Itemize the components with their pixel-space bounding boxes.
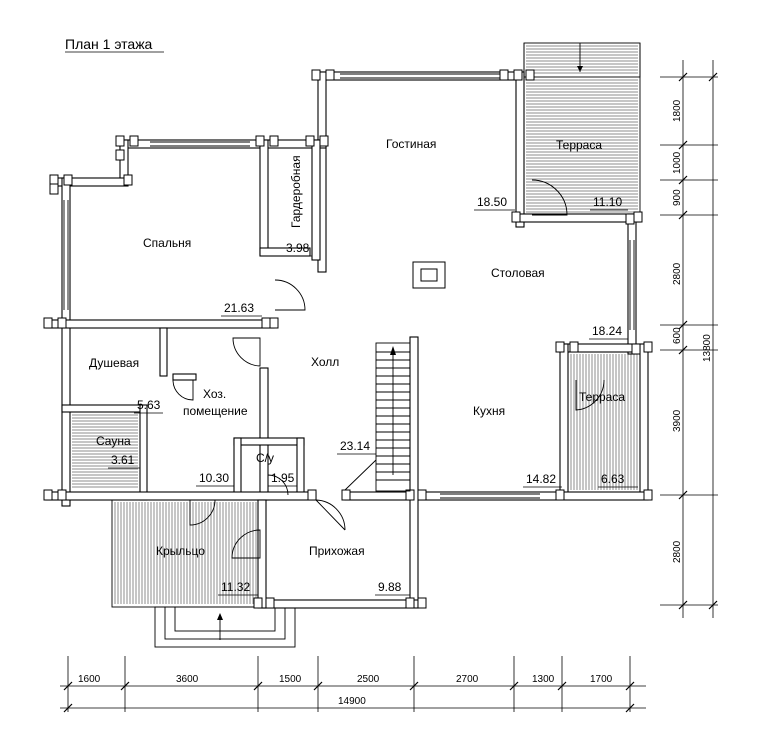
room-label-living: Гостиная: [386, 137, 436, 151]
dimensions-bottom: 1600 3600 1500 2500 2700 1300 1700 14900: [60, 656, 646, 713]
dim-bottom-4: 2500: [357, 674, 380, 685]
area-bedroom: 21.63: [224, 301, 254, 315]
walls: [45, 71, 649, 609]
room-label-terrace-right: Терраса: [579, 390, 625, 404]
area-kitchen: 14.82: [526, 472, 556, 486]
dim-bottom-1: 1600: [78, 674, 101, 685]
room-label-entrance: Прихожая: [309, 544, 365, 558]
dim-right-7: 2800: [672, 540, 683, 563]
sauna-bench: [72, 414, 138, 488]
staircase: [344, 342, 411, 492]
room-label-wc: С/у: [256, 451, 274, 465]
area-porch: 11.32: [221, 580, 250, 594]
dim-right-4: 2800: [672, 262, 683, 285]
dim-bottom-7: 1700: [590, 674, 613, 685]
dim-bottom-3: 1500: [279, 674, 302, 685]
room-label-porch: Крыльцо: [156, 544, 205, 558]
dim-bottom-5: 2700: [456, 674, 479, 685]
room-label-wardrobe: Гардеробная: [289, 155, 303, 228]
room-label-shower: Душевая: [89, 356, 139, 370]
area-values: 18.50 11.10 3.98 21.63 18.24 5.63 3.61 1…: [108, 195, 638, 596]
area-terrace-top: 11.10: [593, 195, 622, 209]
terrace-top-deck: [526, 45, 638, 213]
dim-right-1: 1800: [672, 99, 683, 122]
area-hall: 23.14: [340, 439, 370, 453]
area-wardrobe: 3.98: [286, 241, 310, 255]
area-utility: 10.30: [199, 471, 229, 485]
area-terrace-right: 6.63: [601, 472, 625, 486]
stove-icon: [412, 261, 446, 289]
dim-bottom-2: 3600: [176, 674, 199, 685]
room-label-terrace-top: Терраса: [556, 138, 602, 152]
room-label-dining: Столовая: [491, 266, 545, 280]
door-swings: [172, 179, 605, 559]
dim-right-5: 600: [672, 327, 683, 344]
plan-title: План 1 этажа: [65, 36, 153, 52]
deck-boards: [72, 45, 638, 604]
dim-right-total: 13800: [702, 334, 713, 362]
area-living: 18.50: [477, 195, 507, 209]
area-dining: 18.24: [592, 324, 622, 338]
area-entrance: 9.88: [378, 580, 402, 594]
terrace-right-deck: [570, 354, 638, 490]
dim-bottom-total: 14900: [338, 696, 366, 707]
room-label-utility-1: Хоз.: [203, 387, 226, 401]
windows: [63, 73, 635, 499]
room-label-hall: Холл: [311, 355, 339, 369]
area-sauna: 3.61: [111, 453, 135, 467]
log-ends: [43, 69, 653, 609]
room-label-bedroom: Спальня: [143, 236, 191, 250]
porch-deck: [114, 502, 257, 604]
room-label-utility-2: помещение: [183, 404, 248, 418]
dim-right-6: 3900: [672, 409, 683, 432]
dim-right-3: 900: [672, 189, 683, 206]
dim-bottom-6: 1300: [532, 674, 555, 685]
room-label-sauna: Сауна: [96, 434, 131, 448]
room-labels: Гостиная Терраса Гардеробная Спальня Сто…: [89, 137, 625, 558]
area-wc: 1.95: [271, 471, 295, 485]
terrace-top-outline: [523, 42, 641, 215]
dim-right-2: 1000: [672, 151, 683, 174]
room-label-kitchen: Кухня: [473, 404, 505, 418]
area-shower: 5.63: [137, 398, 161, 412]
porch-outline: [111, 499, 296, 648]
dimensions-right: 1800 1000 900 2800 600 3900 2800 13800: [660, 60, 718, 618]
